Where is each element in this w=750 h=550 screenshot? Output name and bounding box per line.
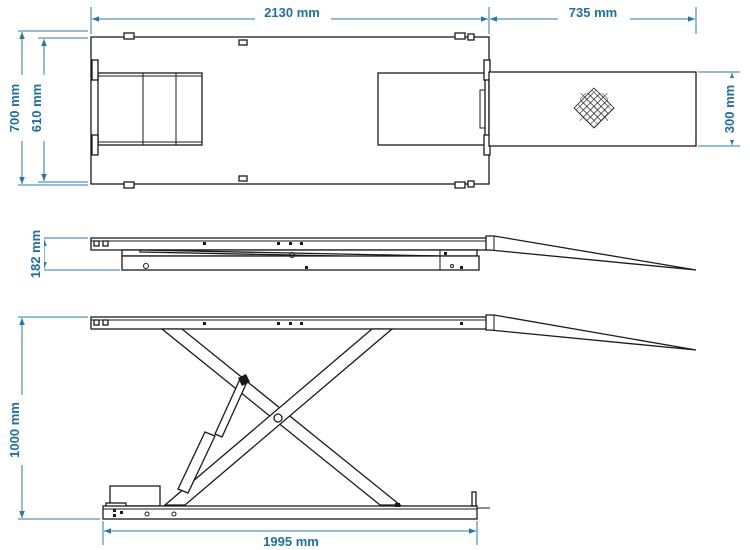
- dimension-182: 182 mm: [28, 224, 120, 280]
- right-cutout: [377, 72, 486, 146]
- dimension-735: 735 mm: [490, 5, 697, 34]
- dim-label-top-length: 2130 mm: [264, 5, 320, 20]
- side-view-lowered: [90, 235, 697, 271]
- dim-label-lowered-height: 182 mm: [28, 230, 43, 278]
- dimension-1995: 1995 mm: [102, 521, 478, 549]
- dim-label-inner-width: 610 mm: [29, 84, 44, 132]
- dim-label-outer-width: 700 mm: [7, 84, 22, 132]
- dim-label-raised-height: 1000 mm: [7, 402, 22, 458]
- dimension-1000: 1000 mm: [6, 316, 100, 520]
- dimension-700: 700 mm: [7, 30, 88, 186]
- dim-label-ramp-length: 735 mm: [569, 5, 617, 20]
- dimension-610: 610 mm: [29, 37, 88, 183]
- dimension-2130: 2130 mm: [90, 5, 490, 34]
- side-view-raised: [90, 314, 697, 520]
- dim-label-base-length: 1995 mm: [263, 534, 319, 549]
- top-view: [90, 32, 697, 189]
- dimension-300: 300 mm: [698, 71, 740, 147]
- left-cutout: [97, 72, 203, 146]
- dim-label-ramp-width: 300 mm: [722, 85, 737, 133]
